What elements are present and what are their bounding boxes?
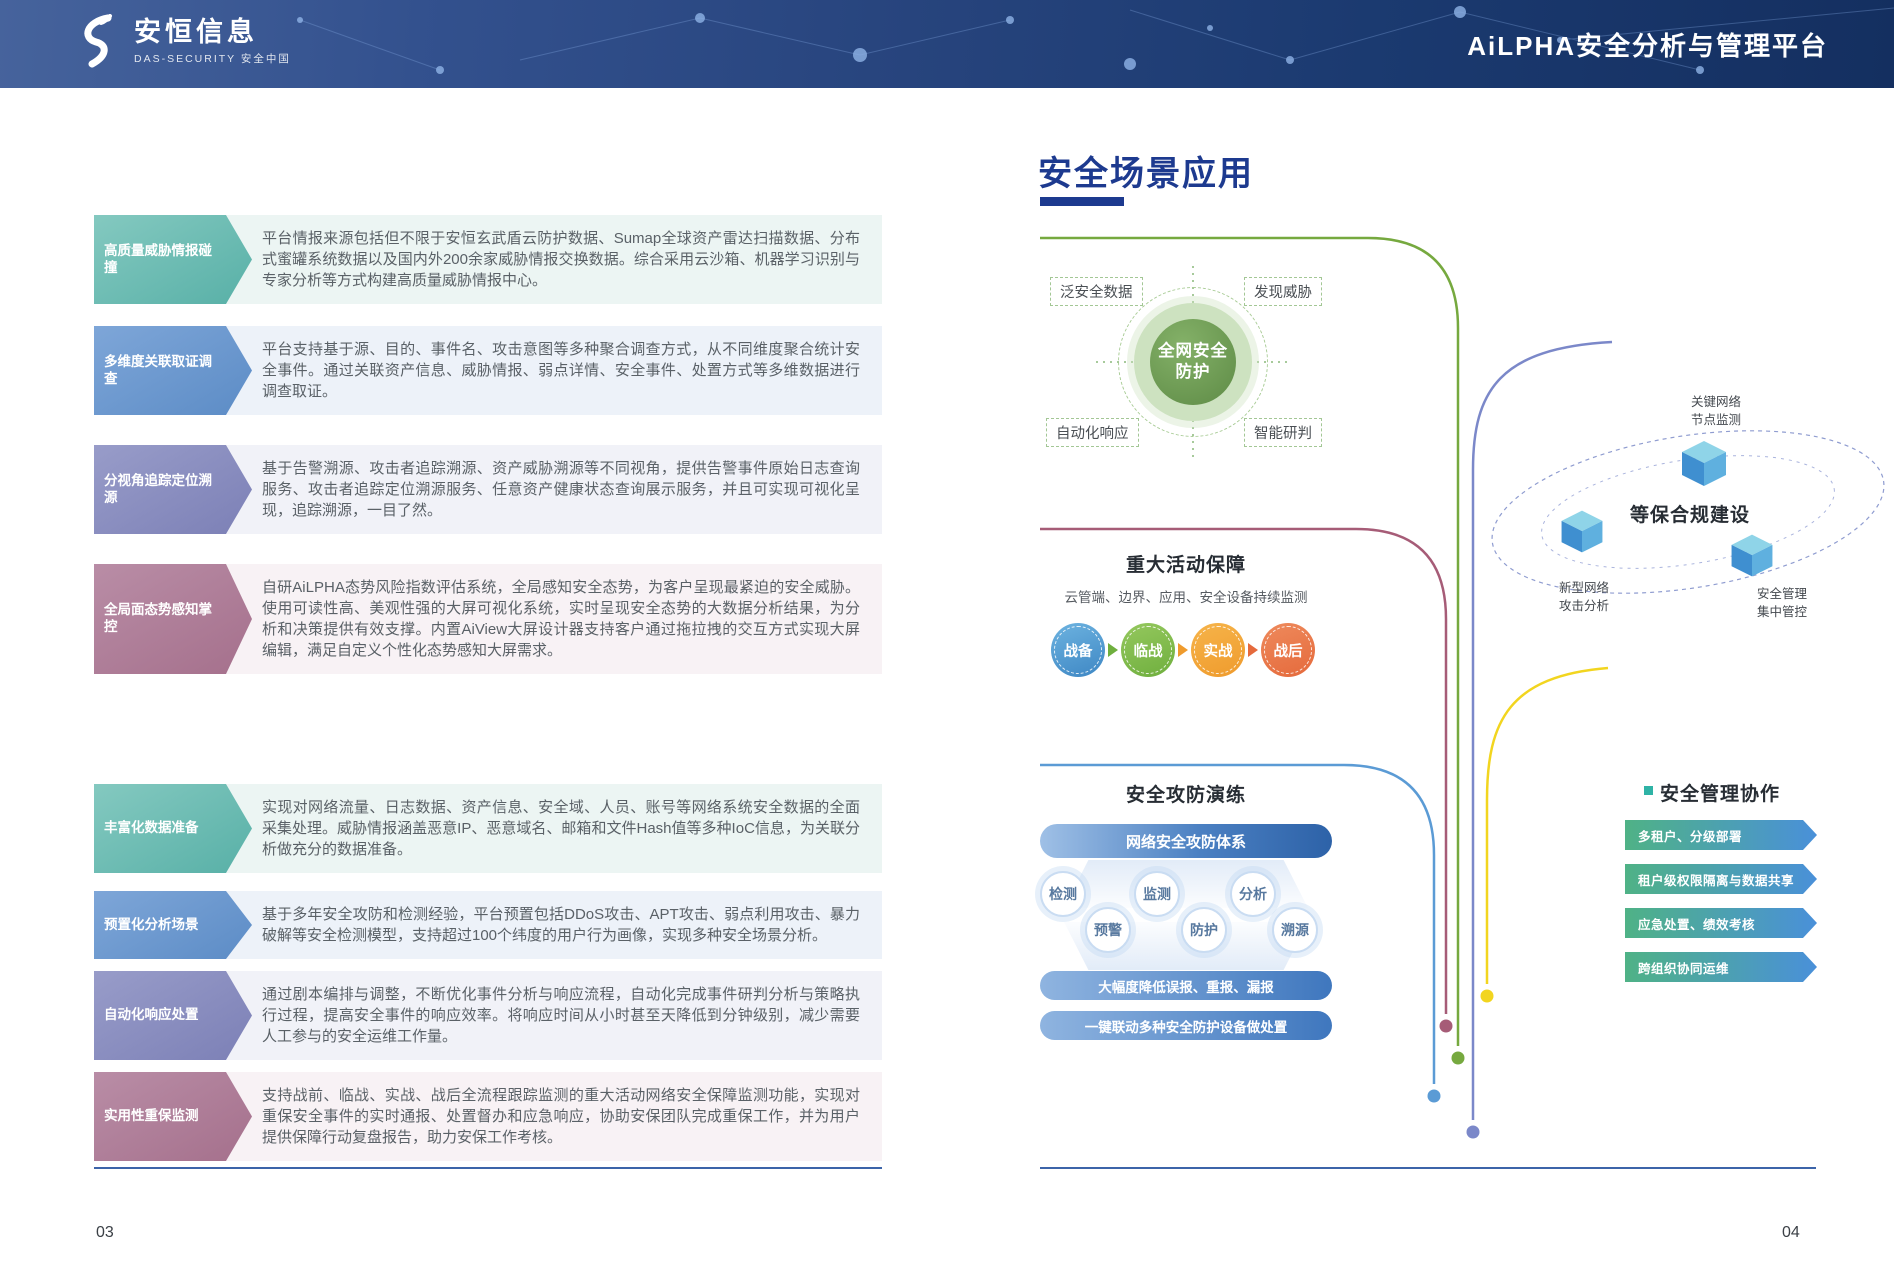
constellation-pattern	[297, 6, 1894, 74]
stage-battle: 实战	[1191, 623, 1245, 677]
capability-analyze: 分析	[1230, 871, 1276, 917]
stage-arrow-icon	[1248, 643, 1258, 657]
compliance-node-label: 安全管理 集中管控	[1734, 586, 1830, 621]
collab-flag: 租户级权限隔离与数据共享	[1625, 864, 1817, 894]
left-page-divider	[94, 1167, 882, 1169]
stage-arrow-icon	[1178, 643, 1188, 657]
compliance-node-label: 新型网络 攻击分析	[1536, 580, 1632, 615]
node-line: 关键网络	[1690, 395, 1741, 409]
hub-label-line2: 防护	[1175, 363, 1211, 381]
feature-text: 平台情报来源包括但不限于安恒玄武盾云防护数据、Sumap全球资产雷达扫描数据、分…	[262, 230, 860, 289]
feature-text: 通过剧本编排与调整，不断优化事件分析与响应流程，自动化完成事件研判分析与策略执行…	[262, 986, 860, 1045]
right-page-title: 安全场景应用	[1038, 155, 1254, 193]
feature-label: 预置化分析场景	[94, 891, 252, 959]
hub-tag-pan-security-data: 泛安全数据	[1050, 277, 1143, 306]
section-header-situation-awareness: 态势感知智能研判	[94, 155, 882, 201]
feature-label: 自动化响应处置	[94, 971, 252, 1060]
logo-title: 安恒信息	[134, 16, 258, 47]
right-page-divider	[1040, 1167, 1816, 1169]
feature-text: 基于多年安全攻防和检测经验，平台预置包括DDoS攻击、APT攻击、弱点利用攻击、…	[262, 906, 860, 944]
feature-item: 高质量威胁情报碰撞 平台情报来源包括但不限于安恒玄武盾云防护数据、Sumap全球…	[94, 215, 882, 304]
section-title: 态势感知智能研判	[151, 168, 308, 189]
feature-text: 自研AiLPHA态势风险指数评估系统，全局感知安全态势，为客户呈现最紧迫的安全威…	[262, 579, 860, 659]
feature-item: 丰富化数据准备 实现对网络流量、日志数据、资产信息、安全域、人员、账号等网络系统…	[94, 784, 882, 873]
compliance-node-label: 关键网络 节点监测	[1668, 394, 1764, 429]
das-security-logo: 安恒信息 DAS-SECURITY 安全中国	[74, 14, 291, 70]
hub-tag-intelligent-analysis: 智能研判	[1244, 418, 1322, 447]
das-security-swirl-icon	[84, 14, 112, 68]
capability-protect: 防护	[1181, 907, 1227, 953]
stage-pre-battle: 临战	[1121, 623, 1175, 677]
logo-subtitle: DAS-SECURITY 安全中国	[134, 53, 291, 66]
feature-text: 平台支持基于源、目的、事件名、攻击意图等多种聚合调查方式，从不同维度聚合统计安全…	[262, 341, 860, 400]
capability-detect: 检测	[1040, 871, 1086, 917]
feature-label: 实用性重保监测	[94, 1072, 252, 1161]
hub-tag-threat-discovery: 发现威胁	[1244, 277, 1322, 306]
hub-label-line1: 全网安全	[1158, 341, 1228, 360]
left-page-column: 态势感知智能研判 高质量威胁情报碰撞 平台情报来源包括但不限于安恒玄武盾云防护数…	[94, 155, 882, 1161]
server-cube-icon	[1561, 510, 1603, 553]
feature-text: 基于告警溯源、攻击者追踪溯源、资产威胁溯源等不同视角，提供告警事件原始日志查询服…	[262, 460, 860, 519]
title-underline	[1040, 197, 1124, 206]
hub-tag-automated-response: 自动化响应	[1046, 418, 1139, 447]
stage-post-battle: 战后	[1261, 623, 1315, 677]
stage-arrow-icon	[1108, 643, 1118, 657]
server-cube-icon	[1731, 534, 1773, 577]
feature-label: 分视角追踪定位溯源	[94, 445, 252, 534]
feature-item: 预置化分析场景 基于多年安全攻防和检测经验，平台预置包括DDoS攻击、APT攻击…	[94, 891, 882, 959]
drill-result-banner: 大幅度降低误报、重报、漏报	[1040, 971, 1332, 1000]
feature-label: 全局面态势感知掌控	[94, 564, 252, 674]
node-line: 集中管控	[1756, 604, 1807, 619]
capability-monitor: 监测	[1134, 871, 1180, 917]
feature-item: 多维度关联取证调查 平台支持基于源、目的、事件名、攻击意图等多种聚合调查方式，从…	[94, 326, 882, 415]
node-line: 新型网络	[1558, 581, 1609, 595]
major-event-subtitle: 云管端、边界、应用、安全设备持续监测	[1064, 590, 1308, 605]
page-number-right: 04	[1782, 1224, 1800, 1241]
section-title: 安全事件处置闭环	[151, 743, 308, 764]
hub-core: 全网安全 防护	[1150, 319, 1236, 405]
collab-flag: 应急处置、绩效考核	[1625, 908, 1817, 938]
node-line: 节点监测	[1690, 412, 1741, 427]
feature-item: 分视角追踪定位溯源 基于告警溯源、攻击者追踪溯源、资产威胁溯源等不同视角，提供告…	[94, 445, 882, 534]
drill-title: 安全攻防演练	[1125, 785, 1246, 806]
collaboration-title: 安全管理协作	[1660, 784, 1781, 805]
drill-banner: 网络安全攻防体系	[1040, 824, 1332, 858]
collab-flag: 多租户、分级部署	[1625, 820, 1817, 850]
feature-label: 高质量威胁情报碰撞	[94, 215, 252, 304]
capability-trace: 溯源	[1272, 907, 1318, 953]
page-number-left: 03	[96, 1224, 114, 1241]
feature-label: 丰富化数据准备	[94, 784, 252, 873]
gear-icon	[109, 739, 137, 767]
feature-item: 实用性重保监测 支持战前、临战、实战、战后全流程跟踪监测的重大活动网络安全保障监…	[94, 1072, 882, 1161]
node-line: 攻击分析	[1558, 598, 1609, 613]
feature-text: 实现对网络流量、日志数据、资产信息、安全域、人员、账号等网络系统安全数据的全面采…	[262, 799, 860, 858]
stage-readiness: 战备	[1051, 623, 1105, 677]
feature-text: 支持战前、临战、实战、战后全流程跟踪监测的重大活动网络安全保障监测功能，实现对重…	[262, 1087, 860, 1146]
collab-flag: 跨组织协同运维	[1625, 952, 1817, 982]
top-header-bar: 安恒信息 DAS-SECURITY 安全中国 AiLPHA安全分析与管理平台	[0, 0, 1894, 88]
capability-warn: 预警	[1085, 907, 1131, 953]
feature-label: 多维度关联取证调查	[94, 326, 252, 415]
platform-title: AiLPHA安全分析与管理平台	[1467, 30, 1828, 61]
major-event-title: 重大活动保障	[1125, 555, 1246, 576]
drill-result-banner: 一键联动多种安全防护设备做处置	[1040, 1011, 1332, 1040]
collab-bullet-icon	[1644, 786, 1653, 795]
section-header-incident-loop: 安全事件处置闭环	[94, 730, 882, 776]
server-cube-icon	[1682, 441, 1726, 486]
feature-item: 全局面态势感知掌控 自研AiLPHA态势风险指数评估系统，全局感知安全态势，为客…	[94, 564, 882, 674]
feature-item: 自动化响应处置 通过剧本编排与调整，不断优化事件分析与响应流程，自动化完成事件研…	[94, 971, 882, 1060]
shield-pulse-icon	[110, 163, 136, 193]
compliance-title: 等保合规建设	[1629, 505, 1750, 526]
node-line: 安全管理	[1756, 587, 1807, 601]
